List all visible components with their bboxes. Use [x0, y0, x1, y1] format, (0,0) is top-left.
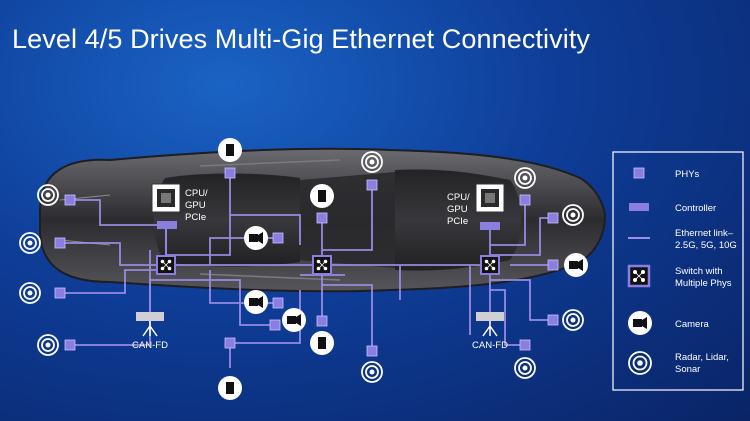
legend-switch-2: Multiple Phys [675, 278, 732, 289]
lidar-icon [218, 138, 242, 162]
controller-icon [629, 203, 649, 211]
can-fd-right-label: CAN-FD [472, 340, 508, 351]
phy-chip-icon [269, 319, 281, 331]
phy-chips [54, 167, 559, 357]
camera-icon [564, 253, 588, 277]
radar-icon [19, 232, 41, 254]
radar-icon [37, 184, 59, 206]
can-bus-icon [136, 312, 164, 337]
switch-icon [156, 255, 176, 275]
phy-chip-icon [366, 179, 378, 191]
camera-icon [244, 226, 268, 250]
switch-icon [312, 255, 332, 275]
cpu-right-label-3: PCIe [447, 216, 468, 227]
phy-chip-icon [519, 339, 531, 351]
phy-chip-icon [547, 314, 559, 326]
cameras [244, 226, 588, 332]
radar-icon [19, 282, 41, 304]
phy-chip-icon [547, 212, 559, 224]
controller-icon [157, 221, 177, 229]
lidar-icon [310, 184, 334, 208]
cpu-right-label-2: GPU [447, 204, 468, 215]
radars [19, 151, 584, 383]
legend-switch-1: Switch with [675, 266, 723, 277]
cpu-left: CPU/ GPU PCIe [151, 183, 208, 229]
lidars [218, 138, 334, 400]
phy-chip-icon [64, 194, 76, 206]
phy-chip-icon [316, 212, 328, 224]
legend-phys: PHYs [675, 169, 700, 180]
phy-chip-icon [633, 167, 645, 179]
radar-icon [628, 351, 652, 375]
controller-icon [480, 222, 500, 230]
ethernet-links [60, 172, 553, 368]
camera-icon [628, 311, 652, 335]
cpu-chip-icon [151, 183, 181, 213]
switch-icon [480, 255, 500, 275]
radar-icon [361, 151, 383, 173]
can-fd-left: CAN-FD [132, 312, 168, 351]
legend-ethernet-1: Ethernet link– [675, 228, 734, 239]
legend-controller: Controller [675, 203, 716, 214]
phy-chip-icon [224, 337, 236, 349]
phy-chip-icon [54, 287, 66, 299]
phy-chip-icon [316, 315, 328, 327]
can-fd-right: CAN-FD [472, 312, 508, 351]
switches [156, 255, 500, 275]
phy-chip-icon [519, 194, 531, 206]
camera-icon [244, 290, 268, 314]
radar-icon [562, 309, 584, 331]
lidar-icon [310, 331, 334, 355]
phy-chip-icon [272, 297, 284, 309]
cpu-right: CPU/ GPU PCIe [447, 183, 505, 230]
legend: PHYs Controller Ethernet link– 2.5G, 5G,… [612, 151, 744, 391]
radar-icon [361, 361, 383, 383]
cpu-chip-icon [475, 183, 505, 213]
slide-title: Level 4/5 Drives Multi-Gig Ethernet Conn… [12, 24, 591, 54]
cpu-right-label-1: CPU/ [447, 192, 470, 203]
legend-ethernet-2: 2.5G, 5G, 10G [675, 240, 737, 251]
phy-chip-icon [366, 345, 378, 357]
radar-icon [514, 167, 536, 189]
lidar-icon [218, 376, 242, 400]
legend-radar-2: Sonar [675, 364, 700, 375]
phy-chip-icon [272, 232, 284, 244]
can-fd-left-label: CAN-FD [132, 340, 168, 351]
can-bus-icon [476, 312, 504, 337]
cpu-left-label-3: PCIe [185, 212, 206, 223]
phy-chip-icon [64, 339, 76, 351]
cpu-left-label-2: GPU [185, 200, 206, 211]
cpu-left-label-1: CPU/ [185, 188, 208, 199]
phy-chip-icon [224, 167, 236, 179]
radar-icon [562, 204, 584, 226]
radar-icon [37, 334, 59, 356]
camera-icon [282, 308, 306, 332]
switch-icon [627, 264, 651, 288]
legend-radar-1: Radar, Lidar, [675, 352, 729, 363]
phy-chip-icon [54, 237, 66, 249]
radar-icon [514, 357, 536, 379]
phy-chip-icon [547, 259, 559, 271]
legend-camera: Camera [675, 319, 710, 330]
